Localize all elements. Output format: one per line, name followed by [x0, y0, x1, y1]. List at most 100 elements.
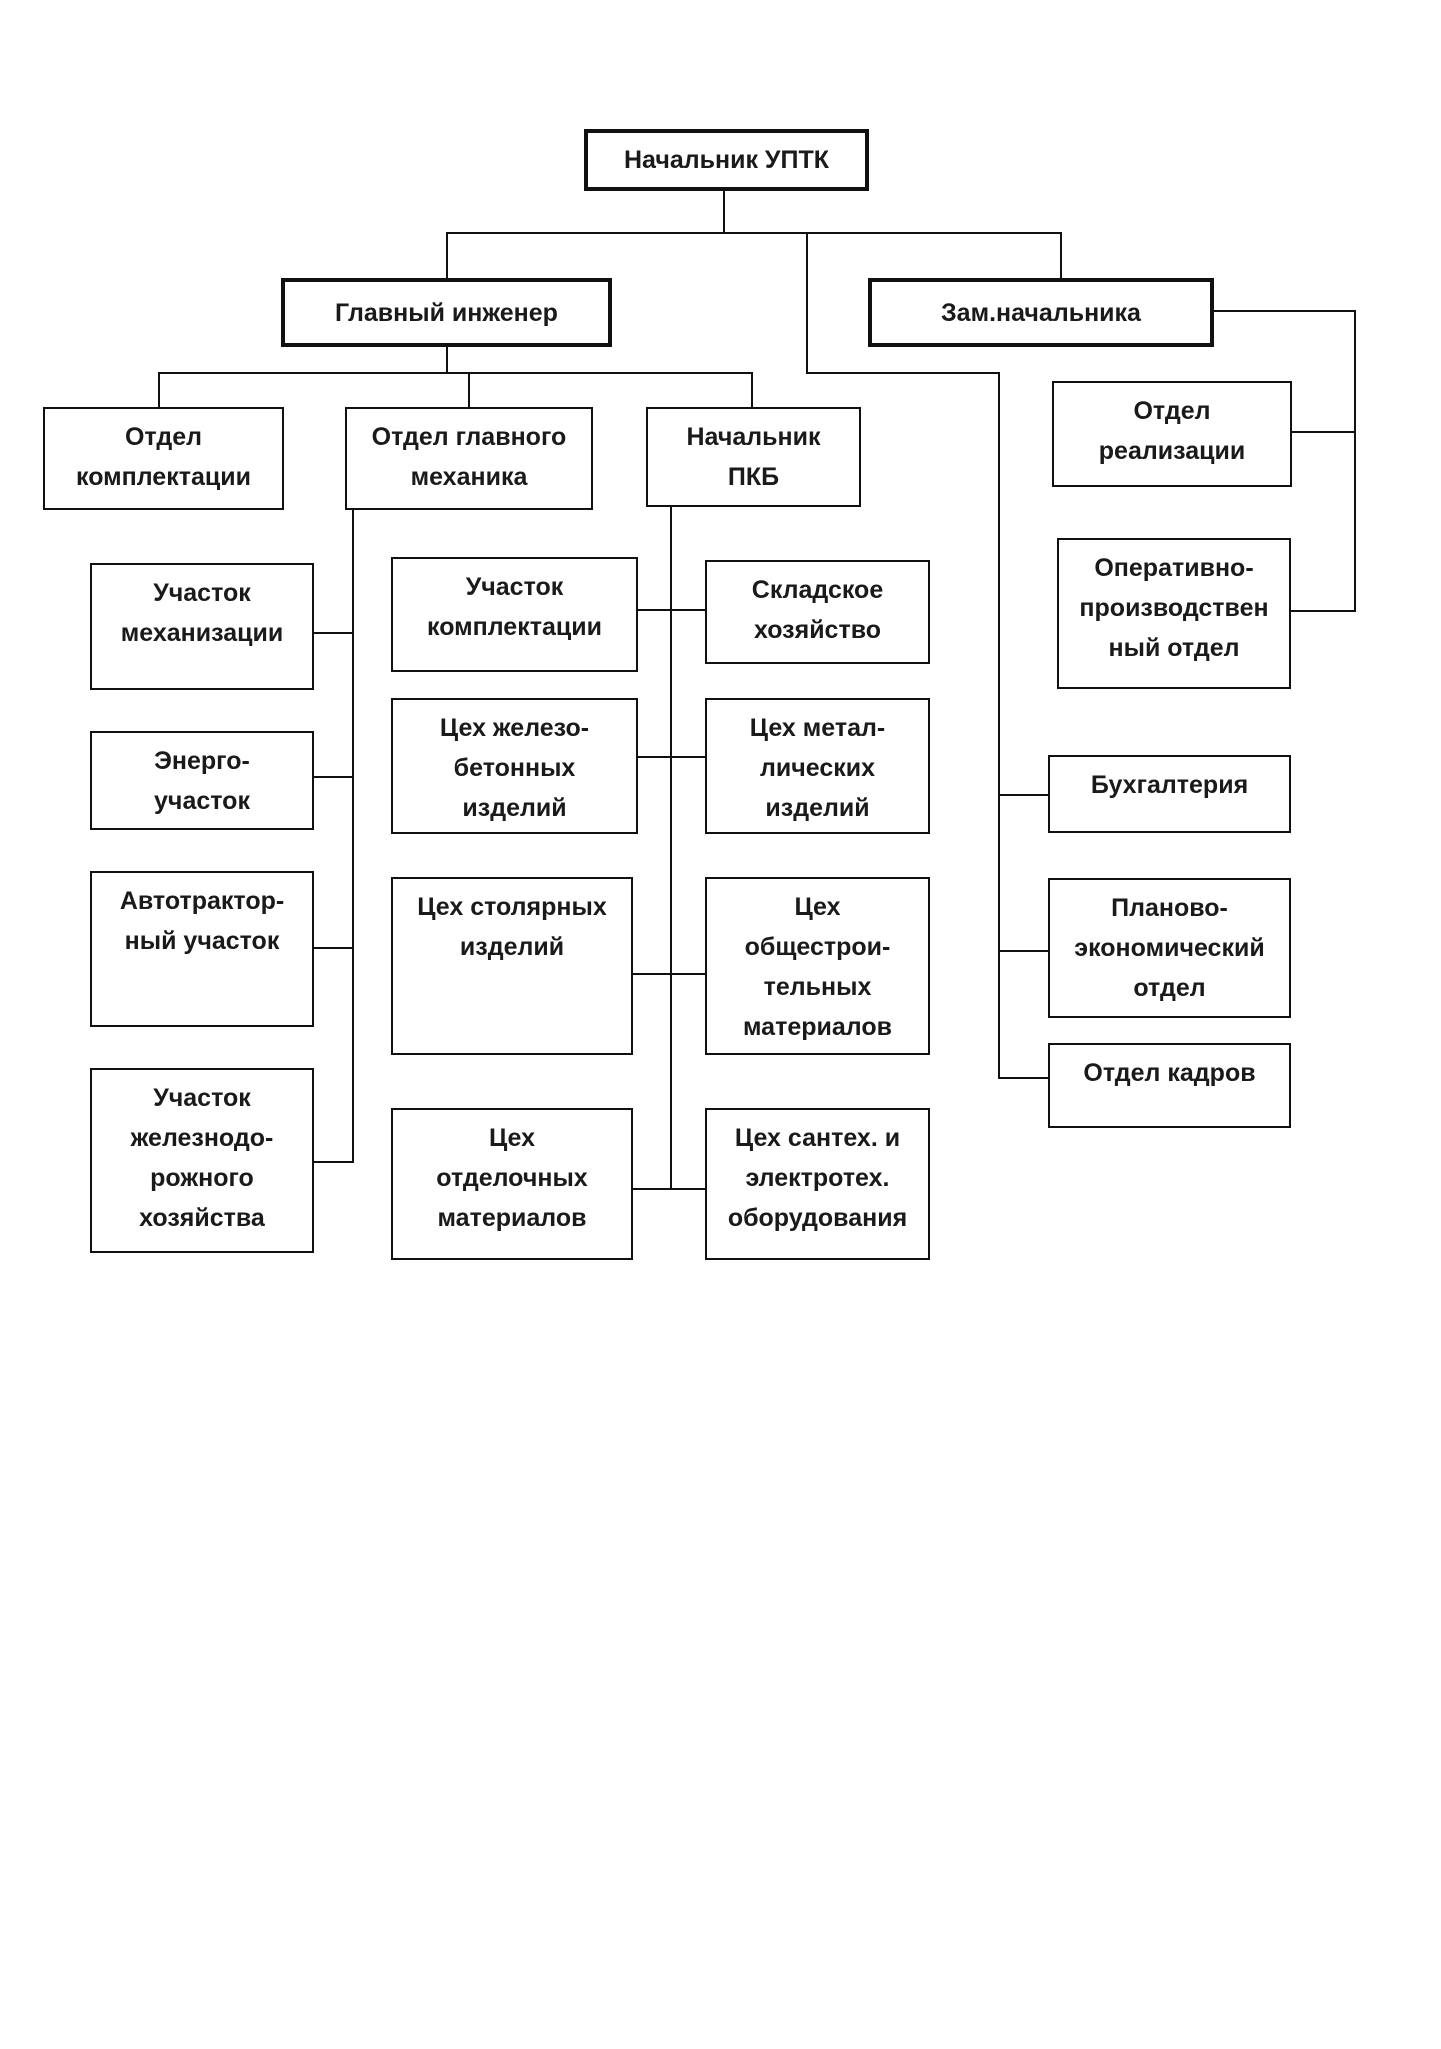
node-label-line: комплектации	[76, 463, 251, 491]
node-ops-dept: Оперативно-производствен ный отдел	[1057, 538, 1291, 689]
connector-line	[998, 794, 1050, 796]
node-label-line: Цех столярных	[417, 893, 607, 921]
node-procurement-dept: Отдел комплектации	[43, 407, 284, 510]
node-label-line: железнодо-	[130, 1124, 274, 1152]
connector-line	[1290, 431, 1356, 433]
node-label-line: производствен	[1079, 594, 1269, 622]
node-label-line: Отдел главного	[371, 423, 567, 451]
node-label-line: ПКБ	[727, 463, 780, 491]
node-sales-dept: Отдел реализации	[1052, 381, 1292, 487]
node-label-line: Зам.начальника	[941, 298, 1141, 327]
node-label-line: Отдел кадров	[1083, 1059, 1256, 1087]
node-label-line: Отдел	[124, 423, 202, 451]
node-railway-site: Участок железнодо-рожного хозяйства	[90, 1068, 314, 1253]
node-label-line: комплектации	[427, 613, 602, 641]
node-label-line: изделий	[462, 794, 567, 822]
node-label-line: хозяйства	[139, 1204, 265, 1232]
connector-line	[312, 632, 354, 634]
connector-line	[636, 609, 708, 611]
node-label-line: Участок	[153, 579, 251, 607]
connector-line	[631, 1188, 708, 1190]
node-label-line: Цех сантех. и	[734, 1124, 901, 1152]
node-label-line: Цех	[488, 1124, 536, 1152]
node-label-line: Цех	[794, 893, 841, 921]
node-label-line: реализации	[1098, 437, 1246, 465]
node-label-line: Главный инженер	[335, 298, 558, 327]
connector-line	[446, 232, 448, 279]
connector-line	[352, 510, 354, 1163]
connector-line	[312, 776, 354, 778]
node-procurement-site: Участок комплектации	[391, 557, 638, 672]
node-chief-engineer: Главный инженер	[281, 278, 612, 347]
connector-line	[312, 1161, 354, 1163]
node-motor-site: Автотрактор-ный участок	[90, 871, 314, 1027]
connector-line	[312, 947, 354, 949]
node-label-line: Начальник	[686, 423, 821, 451]
node-label-line: рожного	[150, 1164, 254, 1192]
connector-line	[158, 372, 160, 410]
node-label-line: Энерго-	[154, 747, 250, 775]
node-label-line: Цех метал-	[749, 714, 886, 742]
node-accounting: Бухгалтерия	[1048, 755, 1291, 833]
node-label-line: Отдел	[1133, 397, 1211, 425]
node-label-line: Цех железо-	[439, 714, 590, 742]
node-plumbing-shop: Цех сантех. и электротех. оборудования	[705, 1108, 930, 1260]
node-label-line: механика	[410, 463, 528, 491]
node-label-line: Оперативно-	[1094, 554, 1254, 582]
connector-line	[158, 372, 753, 374]
node-label-line: материалов	[743, 1013, 892, 1041]
connector-line	[1210, 310, 1356, 312]
node-label-line: общестрои-	[744, 933, 891, 961]
node-label-line: отдел	[1133, 974, 1206, 1002]
connector-line	[468, 372, 470, 408]
connector-line	[670, 506, 672, 1190]
node-concrete-shop: Цех железо-бетонных изделий	[391, 698, 638, 834]
node-label-line: лических	[759, 754, 876, 782]
connector-line	[806, 232, 808, 373]
connector-line	[446, 232, 1062, 234]
node-label-line: участок	[154, 787, 250, 815]
node-label-line: экономический	[1074, 934, 1265, 962]
connector-line	[998, 1077, 1050, 1079]
node-label-line: ный участок	[124, 927, 280, 955]
node-planning-dept: Планово-экономический отдел	[1048, 878, 1291, 1018]
node-label-line: Участок	[465, 573, 564, 601]
connector-line	[1060, 232, 1062, 279]
node-carpentry-shop: Цех столярных изделий	[391, 877, 633, 1055]
node-label-line: Автотрактор-	[119, 887, 285, 915]
node-label-line: электротех.	[745, 1164, 890, 1192]
node-label-line: Складское	[751, 576, 884, 604]
connector-line	[751, 372, 753, 408]
node-label-line: материалов	[437, 1204, 587, 1232]
connector-line	[1354, 310, 1356, 612]
connector-line	[998, 372, 1000, 1079]
node-label-line: Бухгалтерия	[1090, 771, 1249, 799]
node-label-line: Участок	[153, 1084, 251, 1112]
connector-line	[998, 950, 1050, 952]
node-label-line: изделий	[459, 933, 565, 961]
connector-line	[446, 345, 448, 373]
connector-line	[631, 973, 708, 975]
node-label-line: хозяйство	[753, 616, 882, 644]
node-label-line: изделий	[765, 794, 870, 822]
node-label-line: оборудования	[727, 1204, 908, 1232]
connector-line	[723, 187, 725, 233]
node-label-line: ный отдел	[1108, 634, 1240, 662]
node-label-line: тельных	[763, 973, 872, 1001]
node-metal-shop: Цех метал-лических изделий	[705, 698, 930, 834]
node-label-line: бетонных	[453, 754, 576, 782]
node-construction-materials-shop: Цех общестрои-тельных материалов	[705, 877, 930, 1055]
node-deputy-head: Зам.начальника	[868, 278, 1214, 347]
node-head: Начальник УПТК	[584, 129, 869, 191]
node-energy-site: Энерго-участок	[90, 731, 314, 830]
node-warehouse: Складское хозяйство	[705, 560, 930, 664]
node-hr-dept: Отдел кадров	[1048, 1043, 1291, 1128]
node-chief-mechanic-dept: Отдел главного механика	[345, 407, 593, 510]
node-label-line: Планово-	[1111, 894, 1228, 922]
node-label-line: Начальник УПТК	[624, 146, 829, 174]
connector-line	[636, 756, 708, 758]
